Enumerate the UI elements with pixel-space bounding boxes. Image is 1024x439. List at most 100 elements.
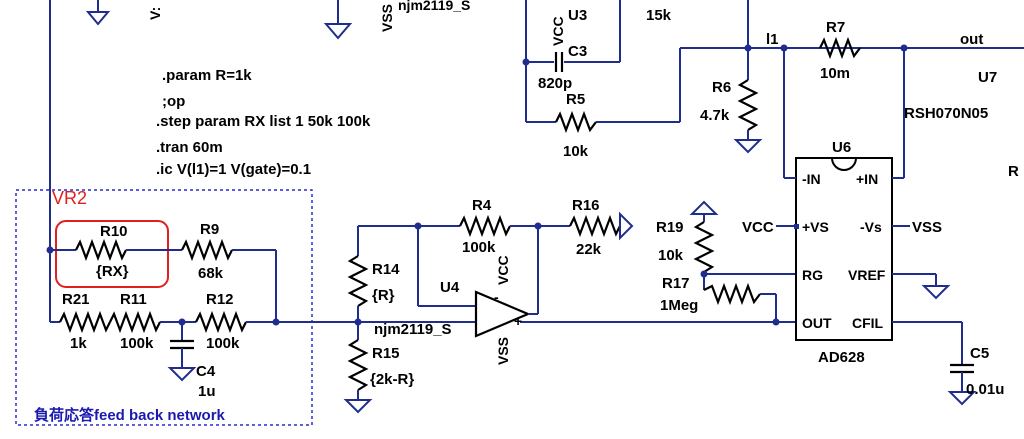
r7-value: 10m	[820, 65, 850, 82]
u4-vss-label: VSS	[495, 337, 511, 365]
r21-name: R21	[62, 291, 90, 308]
r19-value: 10k	[658, 247, 684, 264]
r21-resistor	[59, 310, 111, 334]
u6-value: AD628	[818, 349, 865, 366]
r10-name: R10	[100, 223, 128, 240]
r16-value: 22k	[576, 241, 602, 258]
feedback-network-caption: 負荷応答feed back network	[34, 406, 226, 424]
r11-value: 100k	[120, 335, 154, 352]
r14-name: R14	[372, 261, 400, 278]
u7-value: RSH070N05	[904, 105, 988, 122]
pin-minus-vs: -Vs	[860, 219, 882, 235]
c3-name: C3	[568, 43, 587, 60]
r5-resistor	[555, 110, 597, 134]
r17-name: R17	[662, 275, 690, 292]
r15-value: {2k-R}	[370, 371, 414, 388]
vcc-net-label: VCC	[742, 219, 774, 236]
r17-value: 1Meg	[660, 297, 698, 314]
r4-resistor	[459, 214, 511, 238]
u6-name: U6	[832, 139, 851, 156]
pin-rg: RG	[802, 267, 823, 283]
out-label: out	[960, 31, 983, 48]
junction-r9-r12	[272, 318, 280, 326]
u4-plus-sign: +	[514, 313, 522, 329]
pin-plus-vs: +VS	[802, 219, 829, 235]
r6-resistor	[737, 79, 759, 131]
r15-ground	[343, 399, 373, 414]
pin-plus-in: +IN	[856, 171, 878, 187]
r6-ground	[733, 139, 763, 154]
feedback-network-box	[15, 189, 313, 426]
r16-ground	[619, 211, 634, 241]
r12-value: 100k	[206, 335, 240, 352]
r10-resistor	[75, 238, 127, 262]
r10-value: {RX}	[96, 263, 129, 280]
r9-value: 68k	[198, 265, 224, 282]
r4-name: R4	[472, 197, 492, 214]
junction-c3	[522, 58, 530, 66]
r-partial-right-label: R	[1008, 163, 1019, 180]
top-left-partial-label: V:	[147, 7, 163, 20]
pin-out: OUT	[802, 315, 832, 331]
r7-resistor	[819, 36, 861, 60]
junction-l1-left	[744, 44, 752, 52]
r4-value: 100k	[462, 239, 496, 256]
ad628-notch	[831, 157, 857, 171]
r5-name: R5	[566, 91, 585, 108]
u4-minus-sign: -	[494, 289, 499, 305]
r16-resistor	[569, 214, 621, 238]
spice-directives: .param R=1k ;op .step param RX list 1 50…	[156, 67, 371, 178]
r19-name: R19	[656, 219, 684, 236]
u4-vcc-label: VCC	[495, 255, 511, 285]
r15-resistor	[347, 339, 369, 391]
r19-supply	[689, 200, 719, 215]
c3-value: 820p	[538, 75, 572, 92]
vr2-label: VR2	[52, 188, 87, 208]
directive-param: .param R=1k	[162, 67, 252, 84]
vss-symbol-top	[323, 23, 353, 40]
directive-tran: .tran 60m	[156, 139, 223, 156]
pin-vref: VREF	[848, 267, 886, 283]
c4-name: C4	[196, 363, 216, 380]
pin-cfil: CFIL	[852, 315, 884, 331]
r15-name: R15	[372, 345, 400, 362]
directive-op: ;op	[162, 93, 185, 110]
r19-resistor	[693, 221, 715, 273]
c5-name: C5	[970, 345, 989, 362]
u4-name: U4	[440, 279, 460, 296]
r16-name: R16	[572, 197, 600, 214]
r17-resistor	[703, 282, 761, 306]
top-vss-label: VSS	[379, 4, 395, 32]
u3-name: U3	[568, 7, 587, 24]
l1-label: l1	[766, 31, 779, 48]
c4-ground	[167, 367, 197, 382]
u7-name: U7	[978, 69, 997, 86]
u3-vcc-label: VCC	[550, 16, 566, 46]
c5-ground	[947, 391, 977, 406]
r6-value: 4.7k	[700, 107, 730, 124]
vr2-highlight	[55, 220, 169, 288]
r7-name: R7	[826, 19, 845, 36]
top-15k-label: 15k	[646, 7, 672, 24]
r14-value: {R}	[372, 287, 395, 304]
r11-resistor	[109, 310, 161, 334]
r12-name: R12	[206, 291, 234, 308]
vss-net-label: VSS	[912, 219, 942, 236]
r9-name: R9	[200, 221, 219, 238]
c4-value: 1u	[198, 383, 216, 400]
r9-resistor	[181, 238, 233, 262]
ad628-body	[795, 157, 893, 341]
r21-value: 1k	[70, 335, 87, 352]
pin-minus-in: -IN	[802, 171, 821, 187]
vref-ground	[921, 285, 951, 300]
top-njm-partial-label: njm2119_S	[398, 0, 470, 13]
vcc-pin-marker	[794, 224, 799, 229]
r11-name: R11	[120, 291, 147, 308]
directive-ic: .ic V(l1)=1 V(gate)=0.1	[156, 161, 311, 178]
r5-value: 10k	[563, 143, 589, 160]
u4-opamp-symbol	[474, 290, 531, 338]
u4-value: njm2119_S	[374, 321, 452, 338]
c5-value: 0.01u	[966, 381, 1004, 398]
r12-resistor	[195, 310, 247, 334]
